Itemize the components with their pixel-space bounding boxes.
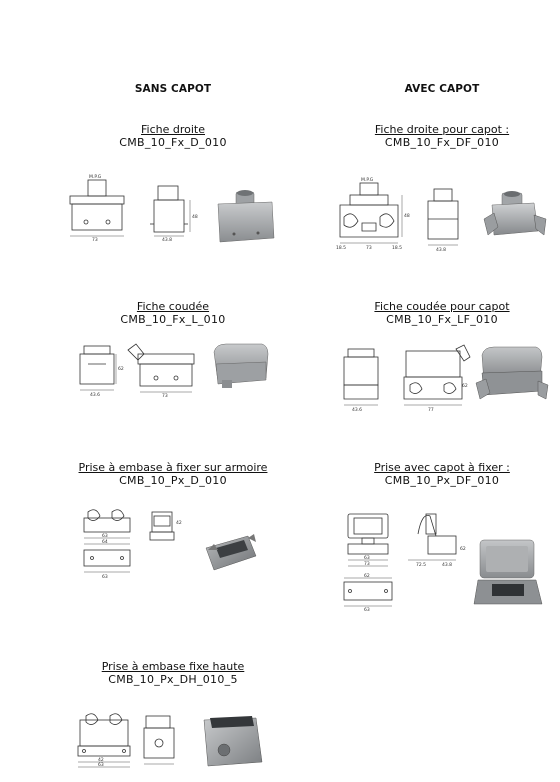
dim-18-5-b: 18.5 xyxy=(392,245,402,251)
entry-code: CMB_10_Px_DH_010_5 xyxy=(108,673,238,686)
dim-62-2: 62 xyxy=(462,383,468,389)
dim-73: 73 xyxy=(92,237,98,243)
dim-72-5: 72.5 xyxy=(416,562,426,568)
dim-18-5: 18.5 xyxy=(336,245,346,251)
entry-code: CMB_10_Fx_L_010 xyxy=(120,313,226,326)
header-avec-capot: AVEC CAPOT xyxy=(404,83,480,95)
entry-title: Fiche droite xyxy=(141,123,205,136)
drawing-prise-embase-armoire: 63 64 63 42 xyxy=(78,506,258,581)
dim-mpg: M.P.G xyxy=(89,174,102,180)
dim-43-6-2: 43.6 xyxy=(352,407,362,413)
dim-43-8-2: 43.8 xyxy=(436,247,446,253)
entry-title: Prise avec capot à fixer : xyxy=(374,461,510,474)
dim-73-2: 73 xyxy=(366,245,372,251)
dim-62-4: 62 xyxy=(460,546,466,552)
entry-prise-embase-haute: Prise à embase fixe haute CMB_10_Px_DH_0… xyxy=(38,660,308,686)
dim-42: 42 xyxy=(176,520,182,526)
header-sans-capot: SANS CAPOT xyxy=(134,83,212,95)
dim-42-2: 42 xyxy=(98,757,104,763)
drawing-prise-embase-haute: 42 63 xyxy=(72,710,267,770)
entry-title: Prise à embase à fixer sur armoire xyxy=(78,461,268,474)
entry-code: CMB_10_Fx_DF_010 xyxy=(384,136,500,149)
entry-prise-embase-armoire: Prise à embase à fixer sur armoire CMB_1… xyxy=(38,461,308,487)
drawing-prise-capot-fixer: 63 73 62 63 72.5 43.8 62 xyxy=(334,508,554,612)
dim-77: 77 xyxy=(428,407,434,413)
entry-title: Fiche coudée xyxy=(136,300,210,313)
dim-43-8: 43.8 xyxy=(162,237,172,243)
drawing-fiche-droite-capot: M.P.G 73 18.5 18.5 48 43.8 xyxy=(334,175,554,253)
entry-title: Fiche droite pour capot : xyxy=(374,123,510,136)
entry-fiche-coudee: Fiche coudée CMB_10_Fx_L_010 xyxy=(38,300,308,326)
drawing-fiche-droite: M.P.G 73 43.8 48 xyxy=(66,172,281,247)
dim-63-4: 63 xyxy=(98,762,104,768)
entry-prise-capot-fixer: Prise avec capot à fixer : CMB_10_Px_DF_… xyxy=(307,461,560,487)
entry-code: CMB_10_Px_D_010 xyxy=(119,474,227,487)
dim-43-6: 43.6 xyxy=(90,392,100,398)
dim-62-3: 62 xyxy=(364,573,370,579)
dim-63-b: 63 xyxy=(102,574,108,580)
dim-73-3: 73 xyxy=(162,393,168,398)
entry-code: CMB_10_Fx_LF_010 xyxy=(386,313,498,326)
dim-62: 62 xyxy=(118,366,124,372)
entry-code: CMB_10_Fx_D_010 xyxy=(119,136,227,149)
dim-73-4: 73 xyxy=(364,561,370,567)
dim-63-3: 63 xyxy=(364,607,370,612)
dim-64: 64 xyxy=(102,539,108,545)
dim-63-2: 63 xyxy=(364,555,370,561)
drawing-fiche-coudee-capot: 43.6 77 62 xyxy=(338,343,553,415)
entry-fiche-coudee-capot: Fiche coudée pour capot CMB_10_Fx_LF_010 xyxy=(307,300,560,326)
entry-fiche-droite: Fiche droite CMB_10_Fx_D_010 xyxy=(38,123,308,149)
entry-title: Fiche coudée pour capot xyxy=(374,300,510,313)
dim-43-8-3: 43.8 xyxy=(442,562,452,568)
dim-48-2: 48 xyxy=(404,213,410,219)
drawing-fiche-coudee: 43.6 62 73 xyxy=(76,340,271,398)
entry-title: Prise à embase fixe haute xyxy=(101,660,245,673)
dim-48: 48 xyxy=(192,214,198,220)
entry-fiche-droite-capot: Fiche droite pour capot : CMB_10_Fx_DF_0… xyxy=(307,123,560,149)
dim-mpg-2: M.P.G xyxy=(361,177,374,183)
entry-code: CMB_10_Px_DF_010 xyxy=(384,474,500,487)
dim-63: 63 xyxy=(102,533,108,539)
